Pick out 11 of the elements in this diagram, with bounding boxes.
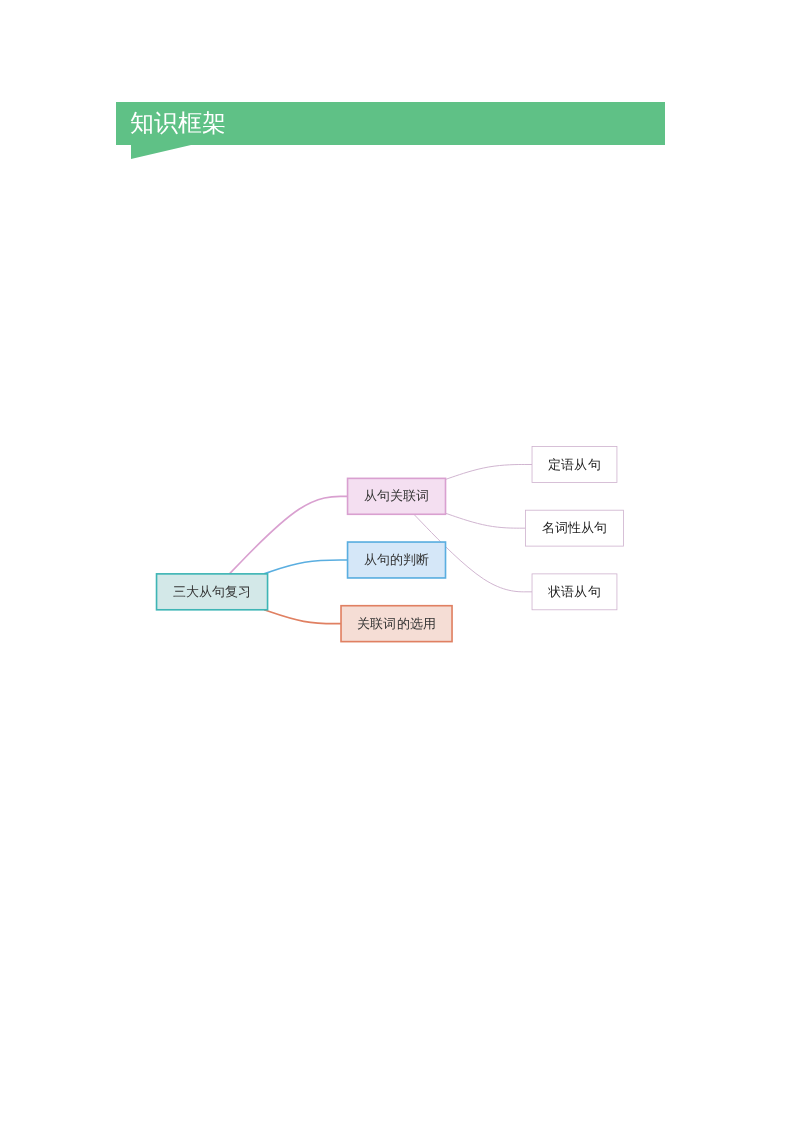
node-box: 状语从句	[531, 573, 618, 611]
connector	[445, 512, 526, 529]
connector	[413, 513, 533, 593]
title: 知识框架	[130, 108, 226, 138]
node-box: 从句关联词	[346, 477, 447, 516]
node-box: 从句的判断	[346, 541, 447, 579]
node-box: 定语从句	[531, 446, 618, 483]
node-box: 关联词的选用	[340, 604, 453, 643]
connector	[445, 464, 533, 480]
node-box: 三大从句复习	[155, 573, 269, 611]
node-box: 名词性从句	[525, 509, 624, 547]
